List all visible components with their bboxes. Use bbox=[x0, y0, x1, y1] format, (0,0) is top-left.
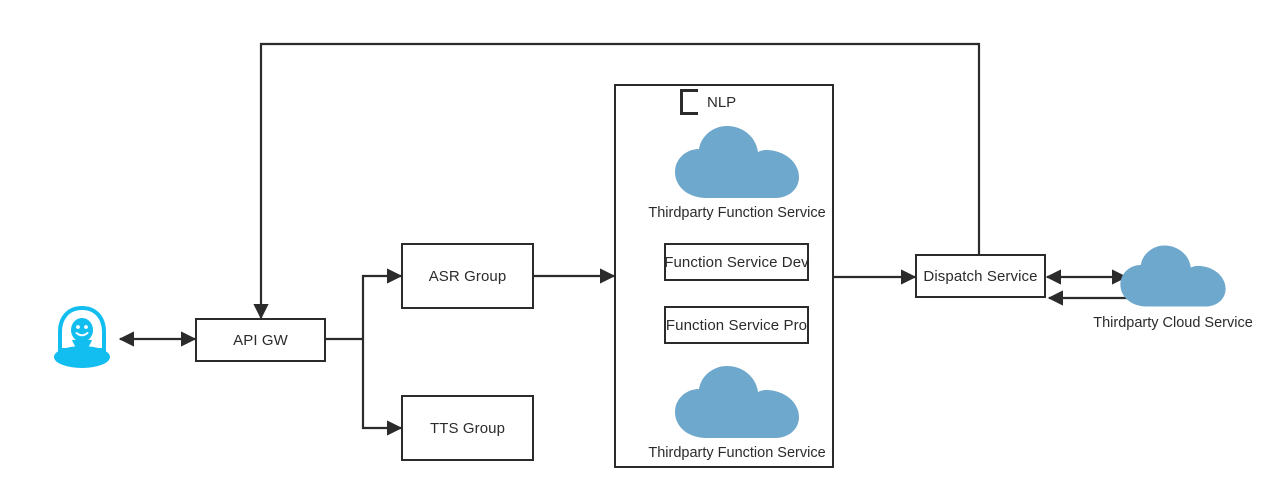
node-function-service-dev[interactable]: Function Service Dev bbox=[664, 243, 809, 281]
node-tts-group-label: TTS Group bbox=[429, 419, 506, 437]
node-asr-group-label: ASR Group bbox=[428, 267, 507, 285]
package-bracket-icon bbox=[680, 89, 698, 115]
node-api-gw[interactable]: API GW bbox=[195, 318, 326, 362]
edge-apigw-asr bbox=[361, 268, 403, 339]
group-title-nlp-label: NLP bbox=[707, 93, 737, 111]
node-api-gw-label: API GW bbox=[233, 331, 288, 349]
node-dispatch-service[interactable]: Dispatch Service bbox=[915, 254, 1046, 298]
cloud-icon bbox=[1120, 245, 1226, 307]
node-asr-group[interactable]: ASR Group bbox=[401, 243, 534, 309]
edge-apigw-tts bbox=[361, 339, 403, 436]
node-function-service-pro-label: Function Service Pro bbox=[665, 316, 808, 334]
node-function-service-dev-label: Function Service Dev bbox=[664, 253, 809, 271]
node-dispatch-service-label: Dispatch Service bbox=[923, 267, 1038, 285]
user-actor-icon bbox=[54, 306, 110, 368]
node-tts-group[interactable]: TTS Group bbox=[401, 395, 534, 461]
cloud-icon bbox=[675, 126, 799, 198]
cloud-icon bbox=[675, 366, 799, 438]
node-nlp-cloud-bottom-label: Thirdparty Function Service bbox=[648, 445, 826, 461]
node-thirdparty-cloud-service-label: Thirdparty Cloud Service bbox=[1093, 315, 1253, 331]
node-thirdparty-cloud-service[interactable]: Thirdparty Cloud Service bbox=[1093, 240, 1253, 331]
node-function-service-pro[interactable]: Function Service Pro bbox=[664, 306, 809, 344]
group-title-nlp: NLP bbox=[680, 89, 736, 115]
node-nlp-cloud-bottom[interactable]: Thirdparty Function Service bbox=[648, 362, 826, 461]
node-nlp-cloud-top-label: Thirdparty Function Service bbox=[648, 205, 826, 221]
actor-user[interactable] bbox=[52, 306, 112, 368]
node-nlp-cloud-top[interactable]: Thirdparty Function Service bbox=[648, 122, 826, 221]
